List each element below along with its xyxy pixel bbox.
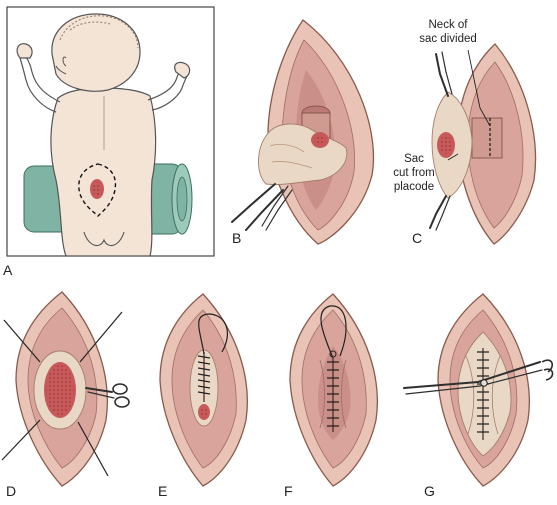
panel-a-label: A bbox=[3, 262, 13, 278]
panel-g-label: G bbox=[424, 483, 435, 499]
callout-neck-line1: Neck of bbox=[429, 19, 469, 31]
panel-f: F bbox=[284, 293, 378, 499]
panel-f-label: F bbox=[284, 483, 293, 499]
panel-d-label: D bbox=[6, 483, 16, 499]
callout-sac-line3: placode bbox=[394, 181, 434, 193]
panel-c-label: C bbox=[412, 230, 422, 246]
callout-leader-sac bbox=[447, 153, 459, 161]
panel-e: E bbox=[158, 293, 248, 499]
forceps bbox=[231, 183, 293, 231]
scissors bbox=[85, 383, 130, 408]
panel-a: A bbox=[3, 6, 215, 278]
panel-d: D bbox=[1, 291, 130, 499]
forceps bbox=[429, 51, 453, 231]
running-suture bbox=[197, 313, 228, 395]
panel-b: B bbox=[231, 19, 375, 246]
dural-suture bbox=[320, 305, 347, 432]
callout-neck-line2: sac divided bbox=[419, 33, 477, 45]
panel-c: Neck of sac divided Sac cut from placode… bbox=[393, 19, 537, 246]
panel-e-label: E bbox=[158, 483, 167, 499]
infant-figure bbox=[16, 13, 191, 257]
traction-sutures bbox=[1, 311, 123, 477]
callout-leader-neck bbox=[467, 49, 491, 127]
panel-g: G bbox=[403, 293, 554, 499]
callout-sac-line2: cut from bbox=[393, 167, 435, 179]
scissors bbox=[403, 359, 554, 395]
panel-b-label: B bbox=[232, 230, 241, 246]
planned-incision-outline bbox=[78, 163, 117, 217]
callout-sac-line1: Sac bbox=[404, 153, 424, 165]
